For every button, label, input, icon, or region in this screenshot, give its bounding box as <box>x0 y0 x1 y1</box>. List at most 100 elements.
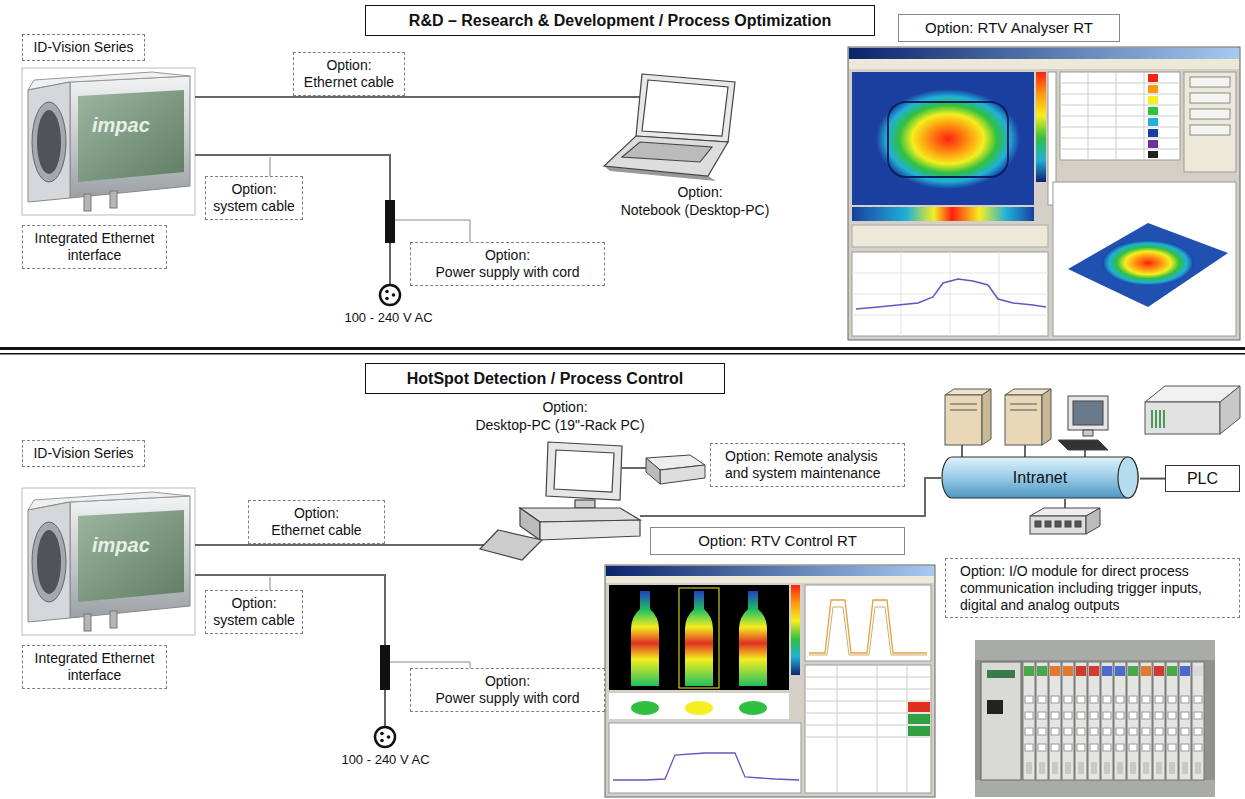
caption-label: Notebook (Desktop-PC) <box>610 202 780 219</box>
plc-device-icon <box>1145 402 1220 434</box>
software-screenshot <box>856 279 1046 309</box>
box-text: Option: RTV Control RT <box>659 532 896 550</box>
io-module-photo <box>1049 662 1061 780</box>
io-module-photo <box>1154 666 1164 676</box>
io-module-photo <box>1037 666 1047 676</box>
workstation-icon <box>1058 396 1108 450</box>
network-link <box>1140 478 1165 480</box>
box-text: Intranet <box>1013 468 1067 487</box>
cable <box>389 243 391 284</box>
option-callout: Option:Ethernet cable <box>248 500 385 544</box>
box-text: system cable <box>212 198 296 215</box>
hub-icon <box>1030 508 1100 534</box>
server-icon <box>945 389 1051 445</box>
io-module-photo <box>1075 662 1087 780</box>
notebook-icon <box>642 80 728 136</box>
desktop-pc-icon <box>480 530 542 560</box>
software-screenshot <box>1148 107 1158 115</box>
box-text: Power supply with cord <box>417 264 598 281</box>
io-module-photo <box>1088 662 1100 780</box>
software-screenshot <box>1148 151 1158 158</box>
software-screenshot <box>1148 96 1158 104</box>
software-screenshot <box>1068 223 1228 307</box>
io-module-photo <box>1023 662 1035 780</box>
software-screenshot <box>805 665 931 793</box>
software-screenshot <box>1148 118 1158 126</box>
desktop-pc-icon <box>546 442 622 500</box>
io-module-photo <box>1193 666 1203 676</box>
software-screenshot <box>1102 240 1194 286</box>
box-heading: Option: <box>255 505 378 522</box>
caption-label: 100 - 240 V AC <box>328 752 443 768</box>
software-screenshot <box>852 72 1034 205</box>
io-module-photo <box>1102 666 1112 676</box>
cable <box>384 690 386 726</box>
software-option: Option: RTV Analyser RT <box>898 14 1120 42</box>
option-callout: Option:Power supply with cord <box>410 668 605 712</box>
software-screenshot <box>852 252 1048 336</box>
box-heading: Option: <box>417 247 598 264</box>
io-module-photo <box>1192 662 1204 780</box>
software-screenshot <box>852 225 1048 247</box>
box-text: Power supply with cord <box>417 690 598 707</box>
hub-icon <box>1030 516 1086 534</box>
plug-symbol <box>375 727 395 747</box>
box-heading: Option: <box>212 181 296 198</box>
power-supply <box>385 200 395 243</box>
notebook-icon <box>604 136 728 176</box>
server-icon <box>1010 404 1037 410</box>
io-module-photo <box>1167 666 1177 676</box>
software-screenshot <box>809 607 927 655</box>
server-icon <box>945 395 982 445</box>
software-screenshot <box>739 701 767 715</box>
cable <box>622 467 646 469</box>
software-screenshot <box>679 588 719 688</box>
divider <box>0 353 1245 355</box>
io-module-photo <box>987 700 1003 714</box>
desktop-pc-icon <box>575 500 595 508</box>
box-text: Integrated Ethernet interface <box>29 230 160 264</box>
divider <box>0 347 1245 350</box>
box-text: Ethernet cable <box>255 522 378 539</box>
option-callout: Option:Ethernet cable <box>293 52 405 96</box>
desktop-pc-icon <box>480 442 640 560</box>
box-text: ID-Vision Series <box>29 39 138 56</box>
plug-symbol <box>380 739 384 743</box>
software-screenshot <box>1060 72 1180 160</box>
option-callout: Option:system cable <box>205 176 303 220</box>
io-module-photo <box>1089 666 1099 676</box>
caption-label: 100 - 240 V AC <box>331 310 446 326</box>
workstation-icon <box>1058 440 1108 450</box>
io-module-photo <box>975 640 1215 797</box>
software-option: Option: RTV Control RT <box>650 527 905 555</box>
software-screenshot <box>739 591 767 686</box>
io-module-photo <box>1180 666 1190 676</box>
desktop-pc-icon <box>554 450 614 492</box>
workstation-icon <box>1073 401 1103 425</box>
plug-symbol <box>375 727 395 747</box>
box-heading: Option: <box>417 673 598 690</box>
io-module-photo <box>975 660 1215 780</box>
software-screenshot <box>685 591 713 686</box>
box-text: R&D – Research & Development / Process O… <box>374 11 866 30</box>
software-screenshot <box>1036 72 1046 182</box>
plug-symbol <box>385 297 389 301</box>
cable <box>1024 445 1026 457</box>
notebook-icon <box>604 74 735 181</box>
software-screenshot <box>1148 129 1158 137</box>
cable <box>961 445 963 457</box>
pipe-end <box>1118 457 1138 498</box>
desktop-pc-icon <box>540 520 640 540</box>
software-screenshot <box>805 585 931 661</box>
plug-symbol <box>387 735 391 739</box>
box-text: Integrated Ethernet interface <box>29 650 160 684</box>
modem-icon <box>646 455 705 484</box>
io-module-photo <box>1114 662 1126 780</box>
option-callout: Option: Remote analysis and system maint… <box>710 443 905 487</box>
software-screenshot <box>1148 140 1158 148</box>
cable <box>195 544 512 546</box>
software-screenshot <box>1148 74 1158 82</box>
plc-device-icon <box>1152 410 1164 428</box>
hub-icon <box>1075 521 1081 527</box>
software-screenshot <box>908 702 930 712</box>
